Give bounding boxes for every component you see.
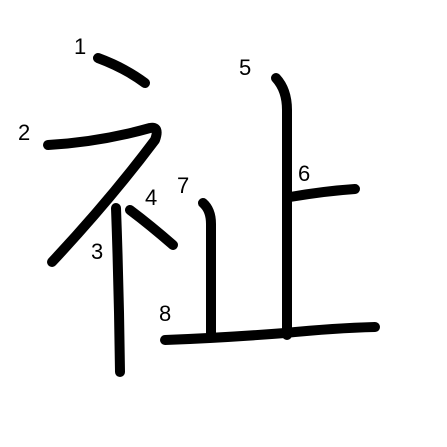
stroke-6 <box>285 184 360 202</box>
stroke-number-2: 2 <box>18 120 31 145</box>
stroke-number-6: 6 <box>298 161 311 186</box>
stroke-number-3: 3 <box>91 239 104 264</box>
stroke-1 <box>93 53 150 88</box>
stroke-5 <box>271 73 292 340</box>
stroke-number-8: 8 <box>159 301 172 326</box>
stroke-7 <box>198 198 216 340</box>
stroke-2 <box>43 122 162 267</box>
stroke-number-5: 5 <box>239 55 252 80</box>
stroke-3 <box>111 203 125 377</box>
stroke-4 <box>125 205 178 250</box>
stroke-8 <box>160 322 380 345</box>
stroke-number-7: 7 <box>177 173 190 198</box>
stroke-number-4: 4 <box>145 185 158 210</box>
stroke-number-1: 1 <box>74 34 87 59</box>
